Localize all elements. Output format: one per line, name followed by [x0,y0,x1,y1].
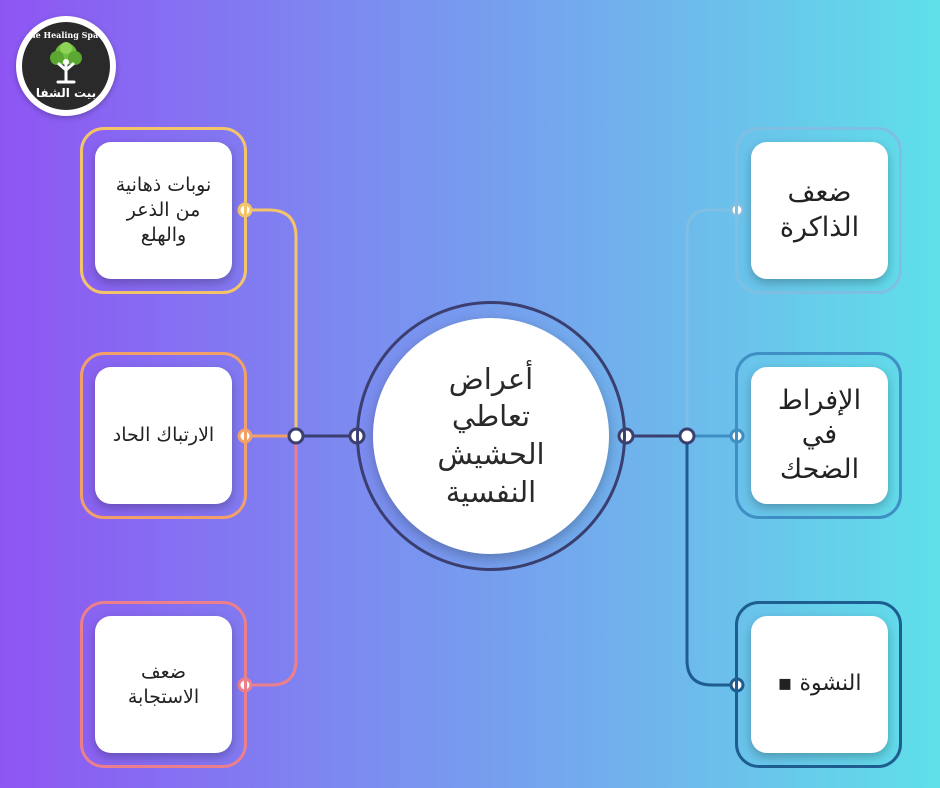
symptom-card: الإفراط في الضحك [751,367,888,504]
logo-name-en: The Healing Space [23,30,109,40]
symptom-label: ▪ النشوة [777,671,862,697]
node-dot [287,427,305,445]
center-ring [356,301,626,571]
frame-right-1 [735,127,902,294]
symptom-card: ▪ النشوة [751,616,888,753]
frame-right-2 [735,352,902,519]
center-hub: أعراض تعاطي الحشيش النفسية [373,318,609,554]
frame-left-1 [80,127,247,294]
frame-right-3 [735,601,902,768]
symptom-label: ضعف الذاكرة [779,176,860,243]
logo-badge: The Healing Space بيت الشفا [22,22,110,110]
symptom-label: الإفراط في الضحك [777,384,862,485]
logo-name-ar: بيت الشفا [35,86,97,100]
node-dot [678,427,696,445]
symptom-label: نوبات ذهانية من الذعر والهلع [115,174,212,246]
tree-icon [50,42,82,84]
symptom-card: الارتباك الحاد [95,367,232,504]
symptom-card: ضعف الذاكرة [751,142,888,279]
frame-left-2 [80,352,247,519]
connector-left-top [245,208,298,436]
center-title: أعراض تعاطي الحشيش النفسية [437,361,545,509]
connector-left-bottom [245,436,298,687]
frame-left-3 [80,601,247,768]
symptom-card: ضعف الاستجابة [95,616,232,753]
symptom-card: نوبات ذهانية من الذعر والهلع [95,142,232,279]
connector-right-bottom [685,436,737,687]
symptom-label: ضعف الاستجابة [127,660,200,708]
logo: The Healing Space بيت الشفا [16,16,116,116]
symptom-label: الارتباك الحاد [112,424,215,447]
connector-right-top [685,208,737,436]
